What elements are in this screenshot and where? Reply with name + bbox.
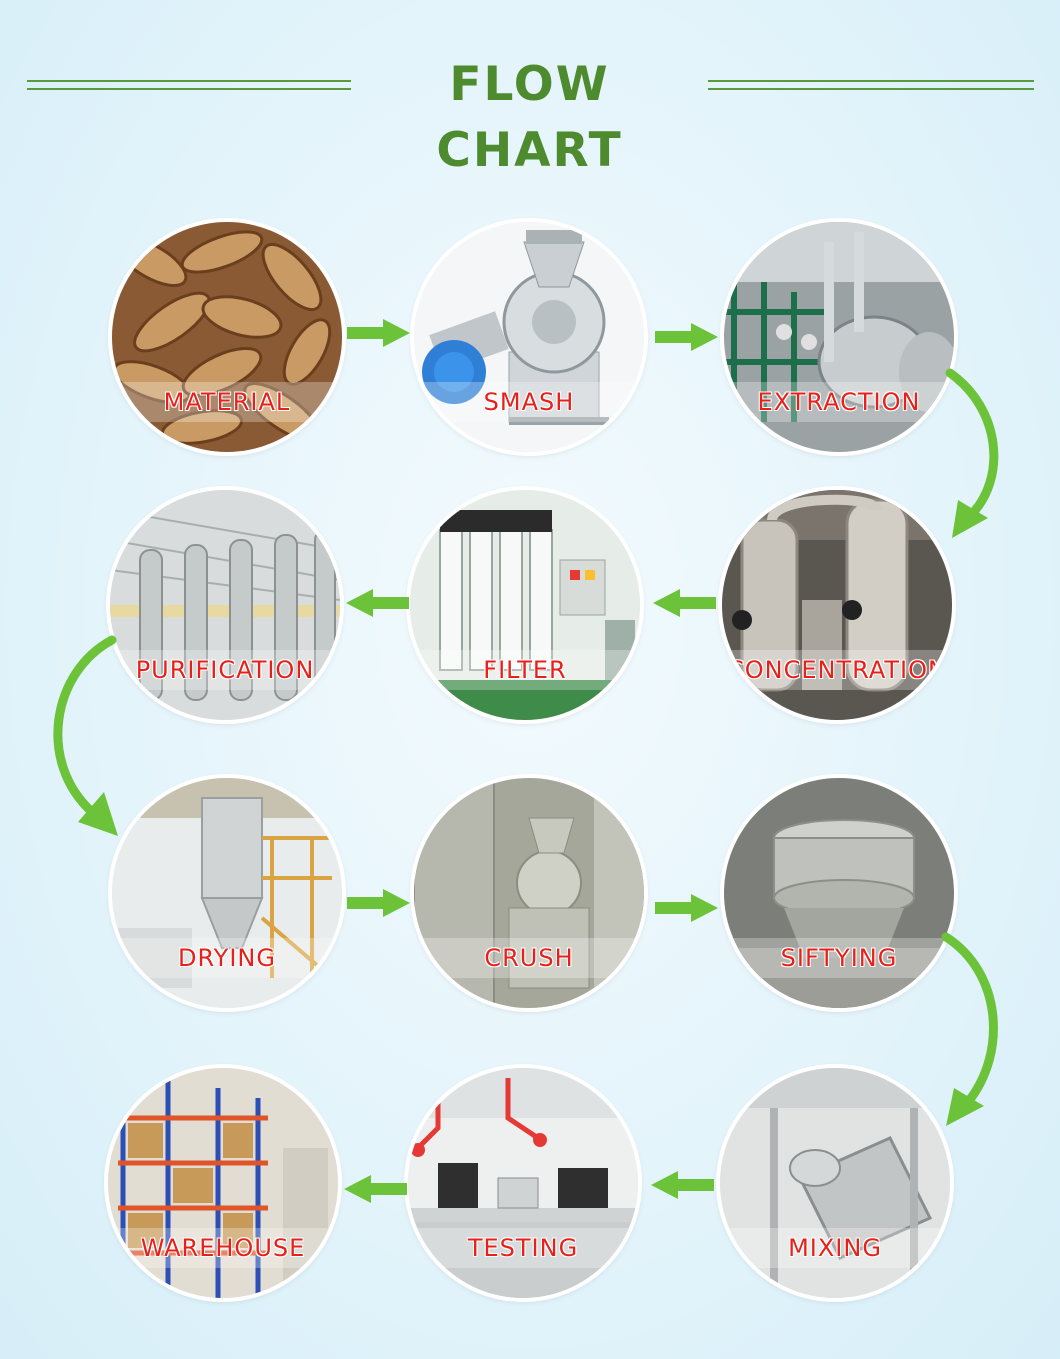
page-title: FLOW CHART (436, 57, 623, 178)
step-drying: DRYING (112, 778, 342, 1008)
header-rule-left (27, 80, 351, 90)
step-purification: PURIFICATION (110, 490, 340, 720)
step-testing: TESTING (408, 1068, 638, 1298)
arrow-left-icon (651, 1171, 714, 1199)
step-smash: SMASH (414, 222, 644, 452)
crush-photo (414, 778, 644, 1008)
step-warehouse: WAREHOUSE (108, 1068, 338, 1298)
step-extraction: EXTRACTION (724, 222, 954, 452)
arrow-left-icon (346, 589, 409, 617)
step-label: DRYING (178, 944, 276, 972)
curved-arrow-down-icon (941, 932, 998, 1126)
step-siftying: SIFTYING (724, 778, 954, 1008)
mixing-photo (720, 1068, 950, 1298)
step-label: PURIFICATION (135, 656, 315, 684)
step-label: MIXING (788, 1234, 882, 1262)
step-label: CONCENTRATION (727, 656, 947, 684)
warehouse-photo (108, 1068, 338, 1298)
step-mixing: MIXING (720, 1068, 950, 1298)
filter-photo (410, 490, 640, 720)
step-label: SIFTYING (780, 944, 898, 972)
arrow-right-icon (655, 323, 718, 351)
material-photo (112, 222, 342, 452)
step-label: MATERIAL (163, 388, 291, 416)
arrow-right-icon (347, 889, 410, 917)
header: FLOW CHART (0, 52, 1060, 178)
drying-photo (112, 778, 342, 1008)
arrow-left-icon (344, 1175, 407, 1203)
concentration-photo (722, 490, 952, 720)
step-label: SMASH (483, 388, 575, 416)
smash-photo (414, 222, 644, 452)
step-filter: FILTER (410, 490, 640, 720)
arrow-right-icon (655, 894, 718, 922)
step-concentration: CONCENTRATION (722, 490, 952, 720)
purification-photo (110, 490, 340, 720)
step-label: WAREHOUSE (140, 1234, 306, 1262)
step-material: MATERIAL (112, 222, 342, 452)
header-rule-right (708, 80, 1034, 90)
arrow-right-icon (347, 319, 410, 347)
step-crush: CRUSH (414, 778, 644, 1008)
arrow-left-icon (653, 589, 716, 617)
step-label: FILTER (483, 656, 567, 684)
siftying-photo (724, 778, 954, 1008)
curved-arrow-down-icon (53, 635, 118, 836)
step-label: CRUSH (484, 944, 574, 972)
curved-arrow-down-icon (945, 368, 999, 538)
step-label: EXTRACTION (757, 388, 921, 416)
testing-photo (408, 1068, 638, 1298)
step-label: TESTING (467, 1234, 579, 1262)
extraction-photo (724, 222, 954, 452)
